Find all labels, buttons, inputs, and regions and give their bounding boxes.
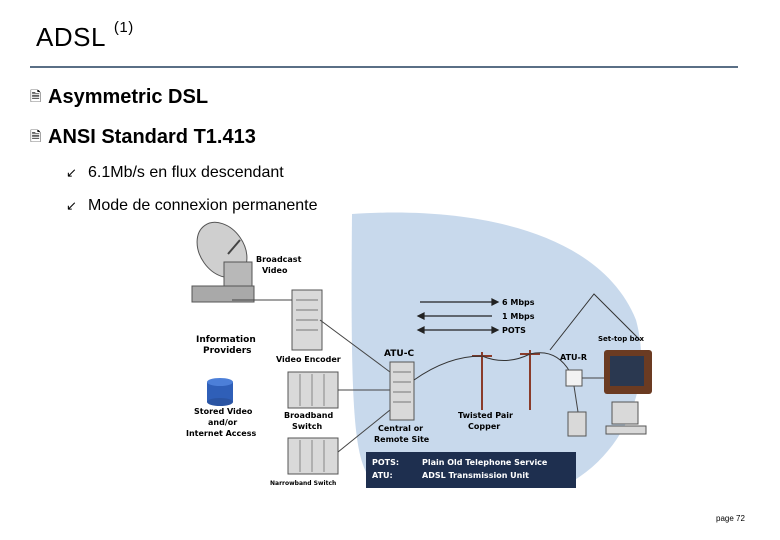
house-roof xyxy=(549,293,641,351)
arrow-icon: ↙ xyxy=(66,198,77,213)
telephone-icon xyxy=(567,411,587,437)
legend-pots-abbr: POTS: xyxy=(372,458,399,467)
connection-lines xyxy=(232,299,391,453)
broadband-switch-icon xyxy=(287,371,339,409)
telephone-poles xyxy=(472,350,540,410)
rate-pots-label: POTS xyxy=(502,326,526,335)
atu-r-label: ATU-R xyxy=(560,353,587,362)
title-divider xyxy=(30,66,738,68)
slide-title: ADSL(1) xyxy=(36,19,134,52)
rate-1mbps-label: 1 Mbps xyxy=(502,312,535,321)
narrowband-switch-label: Narrowband Switch xyxy=(270,480,336,487)
bullet-asymmetric-dsl: 🗎Asymmetric DSL xyxy=(30,86,209,108)
bullet-ansi-standard: 🗎ANSI Standard T1.413 xyxy=(30,126,256,148)
disk-storage-icon xyxy=(207,378,233,406)
computer-icon xyxy=(605,401,647,435)
video-encoder-icon xyxy=(291,289,323,351)
notepad-icon: 🗎 xyxy=(30,128,42,144)
legend-atu-desc: ADSL Transmission Unit xyxy=(422,471,529,480)
television-icon xyxy=(604,350,652,394)
rate-arrows xyxy=(416,298,500,334)
arrow-icon: ↙ xyxy=(66,165,77,180)
video-encoder-label: Video Encoder xyxy=(276,355,341,364)
twisted-pair-wire xyxy=(413,352,571,381)
notepad-icon: 🗎 xyxy=(30,88,42,104)
atu-c-label: ATU-C xyxy=(384,349,414,359)
rate-6mbps-label: 6 Mbps xyxy=(502,298,535,307)
title-superscript: (1) xyxy=(113,19,134,37)
narrowband-switch-icon xyxy=(287,437,339,475)
page-number: page 72 xyxy=(716,514,745,523)
satellite-dish-icon xyxy=(191,221,255,303)
legend-atu-abbr: ATU: xyxy=(372,471,393,480)
legend-pots-desc: Plain Old Telephone Service xyxy=(422,458,548,467)
atu-r-device-icon xyxy=(565,369,583,387)
sub-bullet-permanent-connection: ↙Mode de connexion permanente xyxy=(66,197,318,214)
legend-box xyxy=(366,452,576,488)
sub-bullet-downstream-rate: ↙6.1Mb/s en flux descendant xyxy=(66,164,284,181)
atu-c-rack-icon xyxy=(389,361,415,421)
settop-box-label: Set-top box xyxy=(598,335,644,343)
